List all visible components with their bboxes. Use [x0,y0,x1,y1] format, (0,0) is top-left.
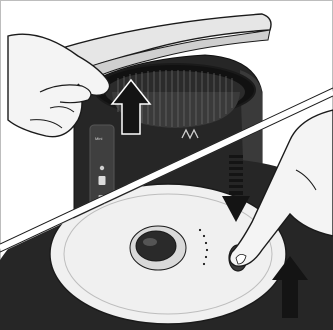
power-switch [99,176,106,185]
tank-knob-highlight [143,238,157,246]
tank-knob [136,231,176,261]
brand-label: Mini [95,136,102,141]
power-indicator [100,166,104,170]
